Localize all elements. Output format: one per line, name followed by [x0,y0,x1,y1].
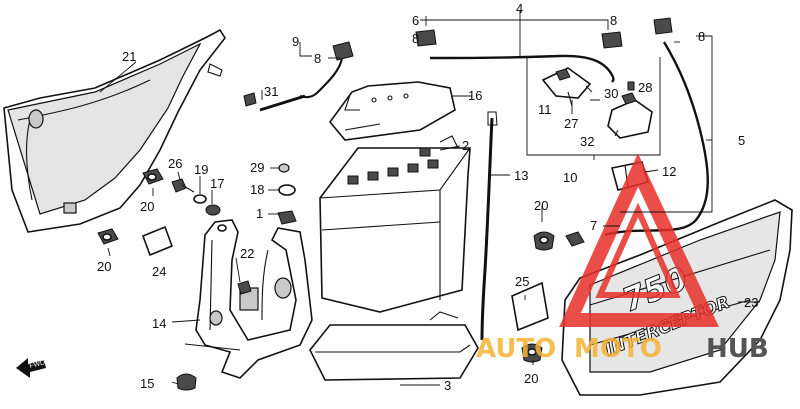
starter-relay-11 [541,67,592,107]
clip-22 [237,280,252,295]
watermark-moto: MOTO [574,334,662,364]
callout-24: 24 [152,264,166,279]
ground-cable-9 [299,41,354,99]
grommet-20-upper [142,168,164,185]
breather-tube [480,117,494,341]
watermark-hub: HUB [706,334,769,364]
cushion-18 [278,184,296,196]
callout-14: 14 [152,316,166,331]
left-side-cover [3,28,226,233]
cushion-1 [277,210,297,225]
callout-16: 16 [468,88,482,103]
callout-11: 11 [538,102,552,117]
callout-8-right: 8 [698,29,705,44]
callout-19: 19 [194,162,208,177]
grommet-20-right-lower [521,343,543,363]
fwd-label: FWD [29,359,46,370]
leader-lines [99,10,760,386]
callout-13: 13 [514,168,528,183]
callout-28: 28 [638,80,652,95]
washer-19 [193,194,207,204]
clamp-7 [565,231,585,247]
callout-30: 30 [604,86,618,101]
callout-numbers: 21 9 8 6 4 8 8 8 31 16 2 13 29 18 1 26 1… [97,1,758,393]
starter-solenoid-32 [607,81,653,139]
callout-20-right-upper: 20 [534,198,548,213]
cable-31 [243,92,306,112]
callout-31: 31 [264,84,278,99]
callout-4: 4 [516,1,523,16]
callout-20-left-lower: 20 [97,259,111,274]
callout-8-left: 8 [314,51,321,66]
callout-20-left-upper: 20 [140,199,154,214]
callout-8-center-right: 8 [610,13,617,28]
callout-23: 23 [744,295,758,310]
callout-27: 27 [564,116,578,131]
callout-3: 3 [444,378,451,393]
bolt-26 [171,178,195,193]
grommet-15 [176,373,197,391]
battery-cover-plate [328,81,456,141]
callout-7: 7 [590,218,597,233]
watermark-auto: AUTO [476,334,556,364]
grommet-20-right-upper [533,231,555,251]
callout-22: 22 [240,246,254,261]
battery [319,135,471,313]
grommet-20-lower [97,228,119,245]
callout-17: 17 [210,176,224,191]
callout-26: 26 [168,156,182,171]
callout-15: 15 [140,376,154,391]
callout-6: 6 [412,13,419,28]
callout-18: 18 [250,182,264,197]
callout-25: 25 [515,274,529,289]
callout-8-center-left: 8 [412,31,419,46]
label-24 [141,225,174,257]
callout-9: 9 [292,34,299,49]
starter-cable [415,29,623,83]
callout-10: 10 [563,170,577,185]
callout-29: 29 [250,160,264,175]
callout-5: 5 [738,133,745,148]
callout-32: 32 [580,134,594,149]
fwd-direction-marker: FWD [16,358,46,378]
callout-2: 2 [462,138,469,153]
callout-21: 21 [122,49,136,64]
battery-holder [184,219,313,379]
watermark-triangle-logo [559,153,719,327]
callout-1: 1 [256,206,263,221]
battery-cable-5 [604,17,709,237]
bolt-29 [278,163,290,173]
callout-20-right-lower: 20 [524,371,538,386]
battery-tray [309,311,479,381]
group-box-10 [526,57,661,156]
grommet-17 [205,204,221,216]
callout-12: 12 [662,164,676,179]
label-25 [511,281,549,332]
watermark-text: AUTO MOTO HUB [476,334,769,364]
